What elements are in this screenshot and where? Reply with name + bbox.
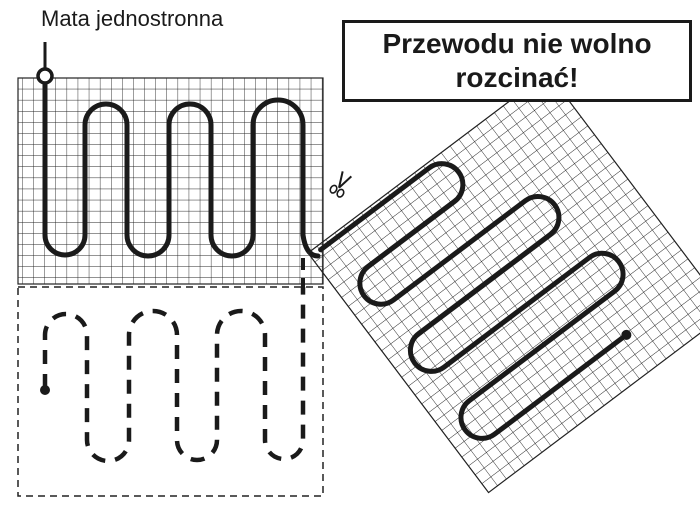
warning-line-2: rozcinać! <box>455 62 579 93</box>
rotated-cable-end <box>621 329 632 340</box>
rotated-mat-cable <box>318 161 629 441</box>
cable-end-terminal <box>36 67 54 85</box>
scissors-icon <box>329 171 353 198</box>
removed-mat-section <box>17 258 324 497</box>
dashed-cable-end <box>40 385 50 395</box>
left-mat <box>17 42 324 285</box>
diagram-title: Mata jednostronna <box>41 6 224 31</box>
warning-line-1: Przewodu nie wolno <box>382 28 652 59</box>
rotated-mat <box>307 71 700 494</box>
dashed-cable <box>42 287 306 464</box>
removed-mat-outline <box>17 286 324 497</box>
left-mat-cable <box>42 73 321 259</box>
warning-box: Przewodu nie wolno rozcinać! <box>342 20 692 102</box>
